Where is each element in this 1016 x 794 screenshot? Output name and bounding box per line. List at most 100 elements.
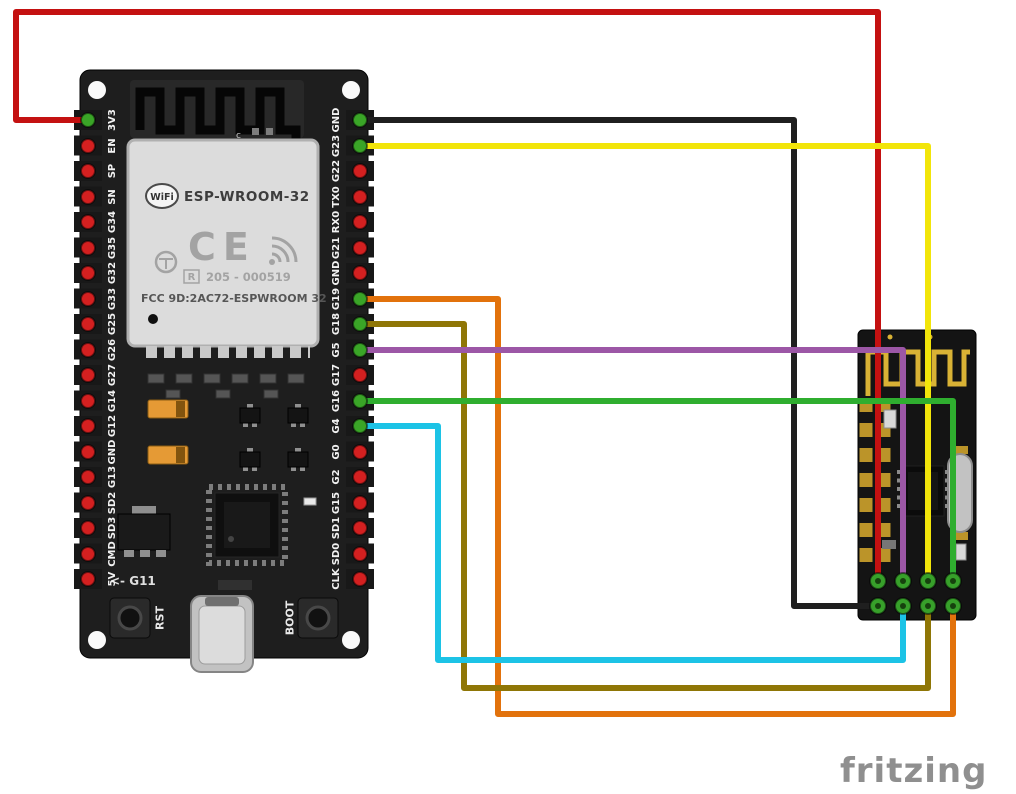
mounting-hole [88, 81, 106, 99]
esp32-pin-sn[interactable] [80, 189, 96, 205]
esp32-pin-label: SD2 [107, 492, 118, 515]
boot-button[interactable] [297, 597, 339, 639]
esp32-pin-label: G19 [331, 288, 342, 310]
esp32-pin-label: G33 [107, 288, 118, 310]
esp32-pin-sp[interactable] [80, 163, 96, 179]
wire-orange-g19-miso[interactable] [357, 296, 956, 717]
transistor [287, 448, 309, 471]
nrf24-pin-ce[interactable] [894, 597, 912, 615]
wire-green-g16-irq[interactable] [357, 398, 956, 584]
nrf24-pin-gnd[interactable] [869, 597, 887, 615]
esp32-pin-g35[interactable] [80, 240, 96, 256]
cert-mark-icon [154, 250, 178, 274]
esp32-components [117, 373, 317, 590]
wire-black-gnd-gnd[interactable] [357, 117, 881, 609]
esp32-pin-en[interactable] [80, 138, 96, 154]
esp32-pin-label: G34 [107, 211, 118, 233]
esp32-pin-g23[interactable] [352, 138, 368, 154]
esp32-pin-g34[interactable] [80, 214, 96, 230]
esp32-pin-sd1[interactable] [352, 520, 368, 536]
wire-yellow-g23-mosi[interactable] [357, 143, 931, 584]
esp32-pin-label: CMD [107, 541, 118, 567]
wifi-logo [145, 183, 179, 209]
boot-label: BOOT [284, 600, 297, 635]
esp32-pin-g2[interactable] [352, 469, 368, 485]
esp32-pin-g21[interactable] [352, 240, 368, 256]
voltage-regulator [117, 506, 171, 557]
esp32-pin-clk[interactable] [352, 571, 368, 587]
esp32-pin-g17[interactable] [352, 367, 368, 383]
capacitor [147, 445, 189, 465]
wire-cyan-g4-ce[interactable] [357, 423, 906, 663]
serial-number: 205 - 000519 [206, 270, 291, 284]
esp32-pin-tx0[interactable] [352, 189, 368, 205]
via [887, 334, 893, 340]
esp32-pin-5v[interactable] [80, 571, 96, 587]
esp32-pin-label: G0 [331, 444, 342, 459]
esp32-pin-gnd-right1[interactable] [352, 112, 368, 128]
esp32-pin-g16[interactable] [352, 393, 368, 409]
esp32-board[interactable]: c WiFi ESP-WROOM-32 CE R 205 - 000519 FC… [74, 69, 374, 673]
wire-purple-g5-csn[interactable] [357, 347, 906, 584]
transistor [239, 404, 261, 427]
nrf24-pin-irq[interactable] [944, 572, 962, 590]
esp32-pin-label: G13 [107, 466, 118, 488]
esp32-pin-label: 3V3 [107, 109, 118, 131]
fritzing-watermark: fritzing [840, 751, 987, 791]
esp32-pin-label: G12 [107, 415, 118, 437]
esp32-pin-label: SD1 [331, 517, 342, 540]
esp32-pin-label: G18 [331, 313, 342, 335]
esp32-pin-label: G14 [107, 390, 118, 412]
module-title: ESP-WROOM-32 [184, 189, 310, 205]
esp32-pin-sd2[interactable] [80, 495, 96, 511]
fcc-id: FCC 9D:2AC72-ESPWROOM 32 [141, 292, 327, 305]
esp32-pin-rx0[interactable] [352, 214, 368, 230]
r-mark: R [188, 272, 196, 283]
nrf24-pin-sck[interactable] [919, 597, 937, 615]
esp32-pin-label: SP [107, 164, 118, 179]
wire-red-3v3-vcc[interactable] [13, 9, 881, 584]
rst-button[interactable] [109, 597, 151, 639]
esp32-pin-label: EN [107, 138, 118, 153]
esp32-pin-g22[interactable] [352, 163, 368, 179]
esp32-pin-gnd-right2[interactable] [352, 265, 368, 281]
esp32-pin-label: G16 [331, 390, 342, 412]
esp32-pin-label: G4 [331, 418, 342, 433]
nrf24-pin-miso[interactable] [944, 597, 962, 615]
esp32-pin-g32[interactable] [80, 265, 96, 281]
esp32-pin-g12[interactable] [80, 418, 96, 434]
g11-label: <- G11 [110, 574, 156, 588]
nrf24-pin-mosi[interactable] [919, 572, 937, 590]
esp32-pin-sd3[interactable] [80, 520, 96, 536]
esp32-pin-label: G26 [107, 339, 118, 361]
esp32-pin-label: SD3 [107, 517, 118, 540]
esp32-pin-label: 5V [107, 571, 118, 586]
nrf24-pin-csn[interactable] [894, 572, 912, 590]
flash-chip [206, 484, 288, 566]
esp32-pin-label: RX0 [331, 211, 342, 233]
esp32-pin-cmd[interactable] [80, 546, 96, 562]
esp32-pin-3v3[interactable] [80, 112, 96, 128]
mounting-hole [342, 81, 360, 99]
esp32-pin-g13[interactable] [80, 469, 96, 485]
esp32-pin-label: G25 [107, 313, 118, 335]
wifi-logo-text: WiFi [150, 192, 173, 203]
nrf24-pin-vcc[interactable] [869, 572, 887, 590]
esp32-pin-sd0[interactable] [352, 546, 368, 562]
esp32-pin-g26[interactable] [80, 342, 96, 358]
nrf24-antenna [865, 349, 970, 396]
esp32-pin-g19[interactable] [352, 291, 368, 307]
esp32-pin-g33[interactable] [80, 291, 96, 307]
esp32-pin-label: GND [107, 440, 118, 465]
esp32-pin-g25[interactable] [80, 316, 96, 332]
esp32-pin-g5[interactable] [352, 342, 368, 358]
esp32-pin-gnd-left[interactable] [80, 444, 96, 460]
esp32-pin-g15[interactable] [352, 495, 368, 511]
esp32-pin-g14[interactable] [80, 393, 96, 409]
wire-olive-g18-sck[interactable] [357, 321, 931, 691]
esp32-pin-g18[interactable] [352, 316, 368, 332]
esp32-pin-g27[interactable] [80, 367, 96, 383]
esp32-pin-g0[interactable] [352, 444, 368, 460]
esp32-pin-g4[interactable] [352, 418, 368, 434]
